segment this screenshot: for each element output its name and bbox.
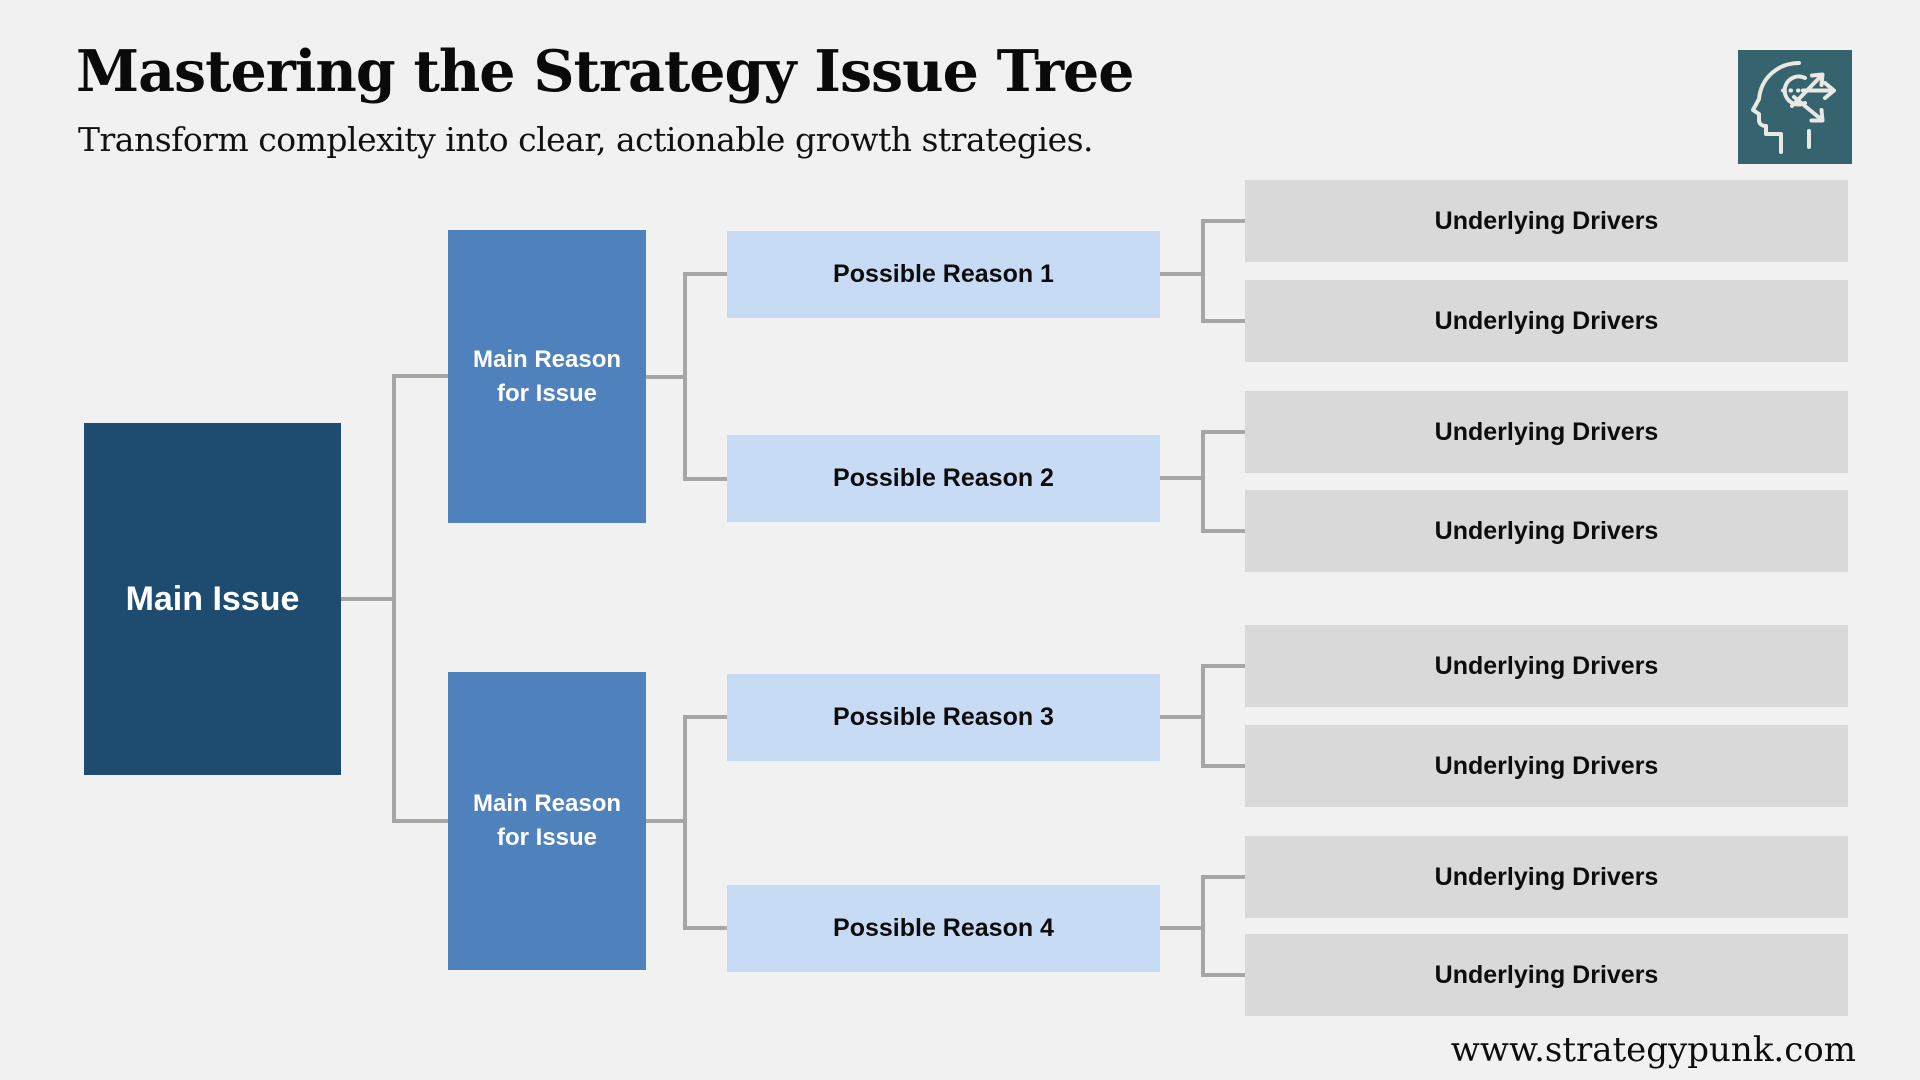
connector-line — [341, 597, 396, 601]
underlying-drivers-box-8: Underlying Drivers — [1245, 934, 1848, 1016]
possible-reason-box-2: Possible Reason 2 — [727, 435, 1160, 522]
underlying-drivers-box-3: Underlying Drivers — [1245, 391, 1848, 473]
website-url: www.strategypunk.com — [1450, 1030, 1856, 1070]
connector-line — [1201, 664, 1245, 668]
connector-line — [646, 375, 687, 379]
main-reason-box-2: Main Reason for Issue — [448, 672, 646, 970]
page-subtitle: Transform complexity into clear, actiona… — [78, 120, 1094, 159]
connector-line — [683, 926, 727, 930]
underlying-drivers-box-4: Underlying Drivers — [1245, 490, 1848, 572]
underlying-drivers-box-1: Underlying Drivers — [1245, 180, 1848, 262]
main-reason-box-1: Main Reason for Issue — [448, 230, 646, 523]
underlying-drivers-box-5: Underlying Drivers — [1245, 625, 1848, 707]
possible-reason-box-3: Possible Reason 3 — [727, 674, 1160, 761]
connector-line — [1201, 430, 1205, 533]
connector-line — [392, 374, 448, 378]
head-with-arrows-icon — [1751, 61, 1836, 154]
connector-line — [683, 715, 687, 930]
connector-line — [392, 374, 396, 823]
connector-line — [1201, 529, 1245, 533]
connector-line — [683, 272, 687, 481]
underlying-drivers-box-7: Underlying Drivers — [1245, 836, 1848, 918]
connector-line — [392, 819, 448, 823]
strategypunk-logo — [1738, 50, 1852, 164]
connector-line — [1160, 926, 1205, 930]
connector-line — [1160, 272, 1205, 276]
underlying-drivers-box-2: Underlying Drivers — [1245, 280, 1848, 362]
main-issue-box: Main Issue — [84, 423, 341, 775]
connector-line — [683, 715, 727, 719]
connector-line — [646, 819, 687, 823]
connector-line — [1201, 430, 1245, 434]
connector-line — [1160, 476, 1205, 480]
possible-reason-box-1: Possible Reason 1 — [727, 231, 1160, 318]
connector-line — [1201, 973, 1245, 977]
connector-line — [1201, 219, 1245, 223]
possible-reason-box-4: Possible Reason 4 — [727, 885, 1160, 972]
underlying-drivers-box-6: Underlying Drivers — [1245, 725, 1848, 807]
connector-line — [1201, 764, 1245, 768]
connector-line — [1201, 664, 1205, 768]
connector-line — [1201, 875, 1245, 879]
connector-line — [1201, 319, 1245, 323]
connector-line — [1160, 715, 1205, 719]
connector-line — [683, 477, 727, 481]
connector-line — [683, 272, 727, 276]
page-title: Mastering the Strategy Issue Tree — [76, 38, 1135, 105]
connector-line — [1201, 875, 1205, 977]
connector-line — [1201, 219, 1205, 323]
